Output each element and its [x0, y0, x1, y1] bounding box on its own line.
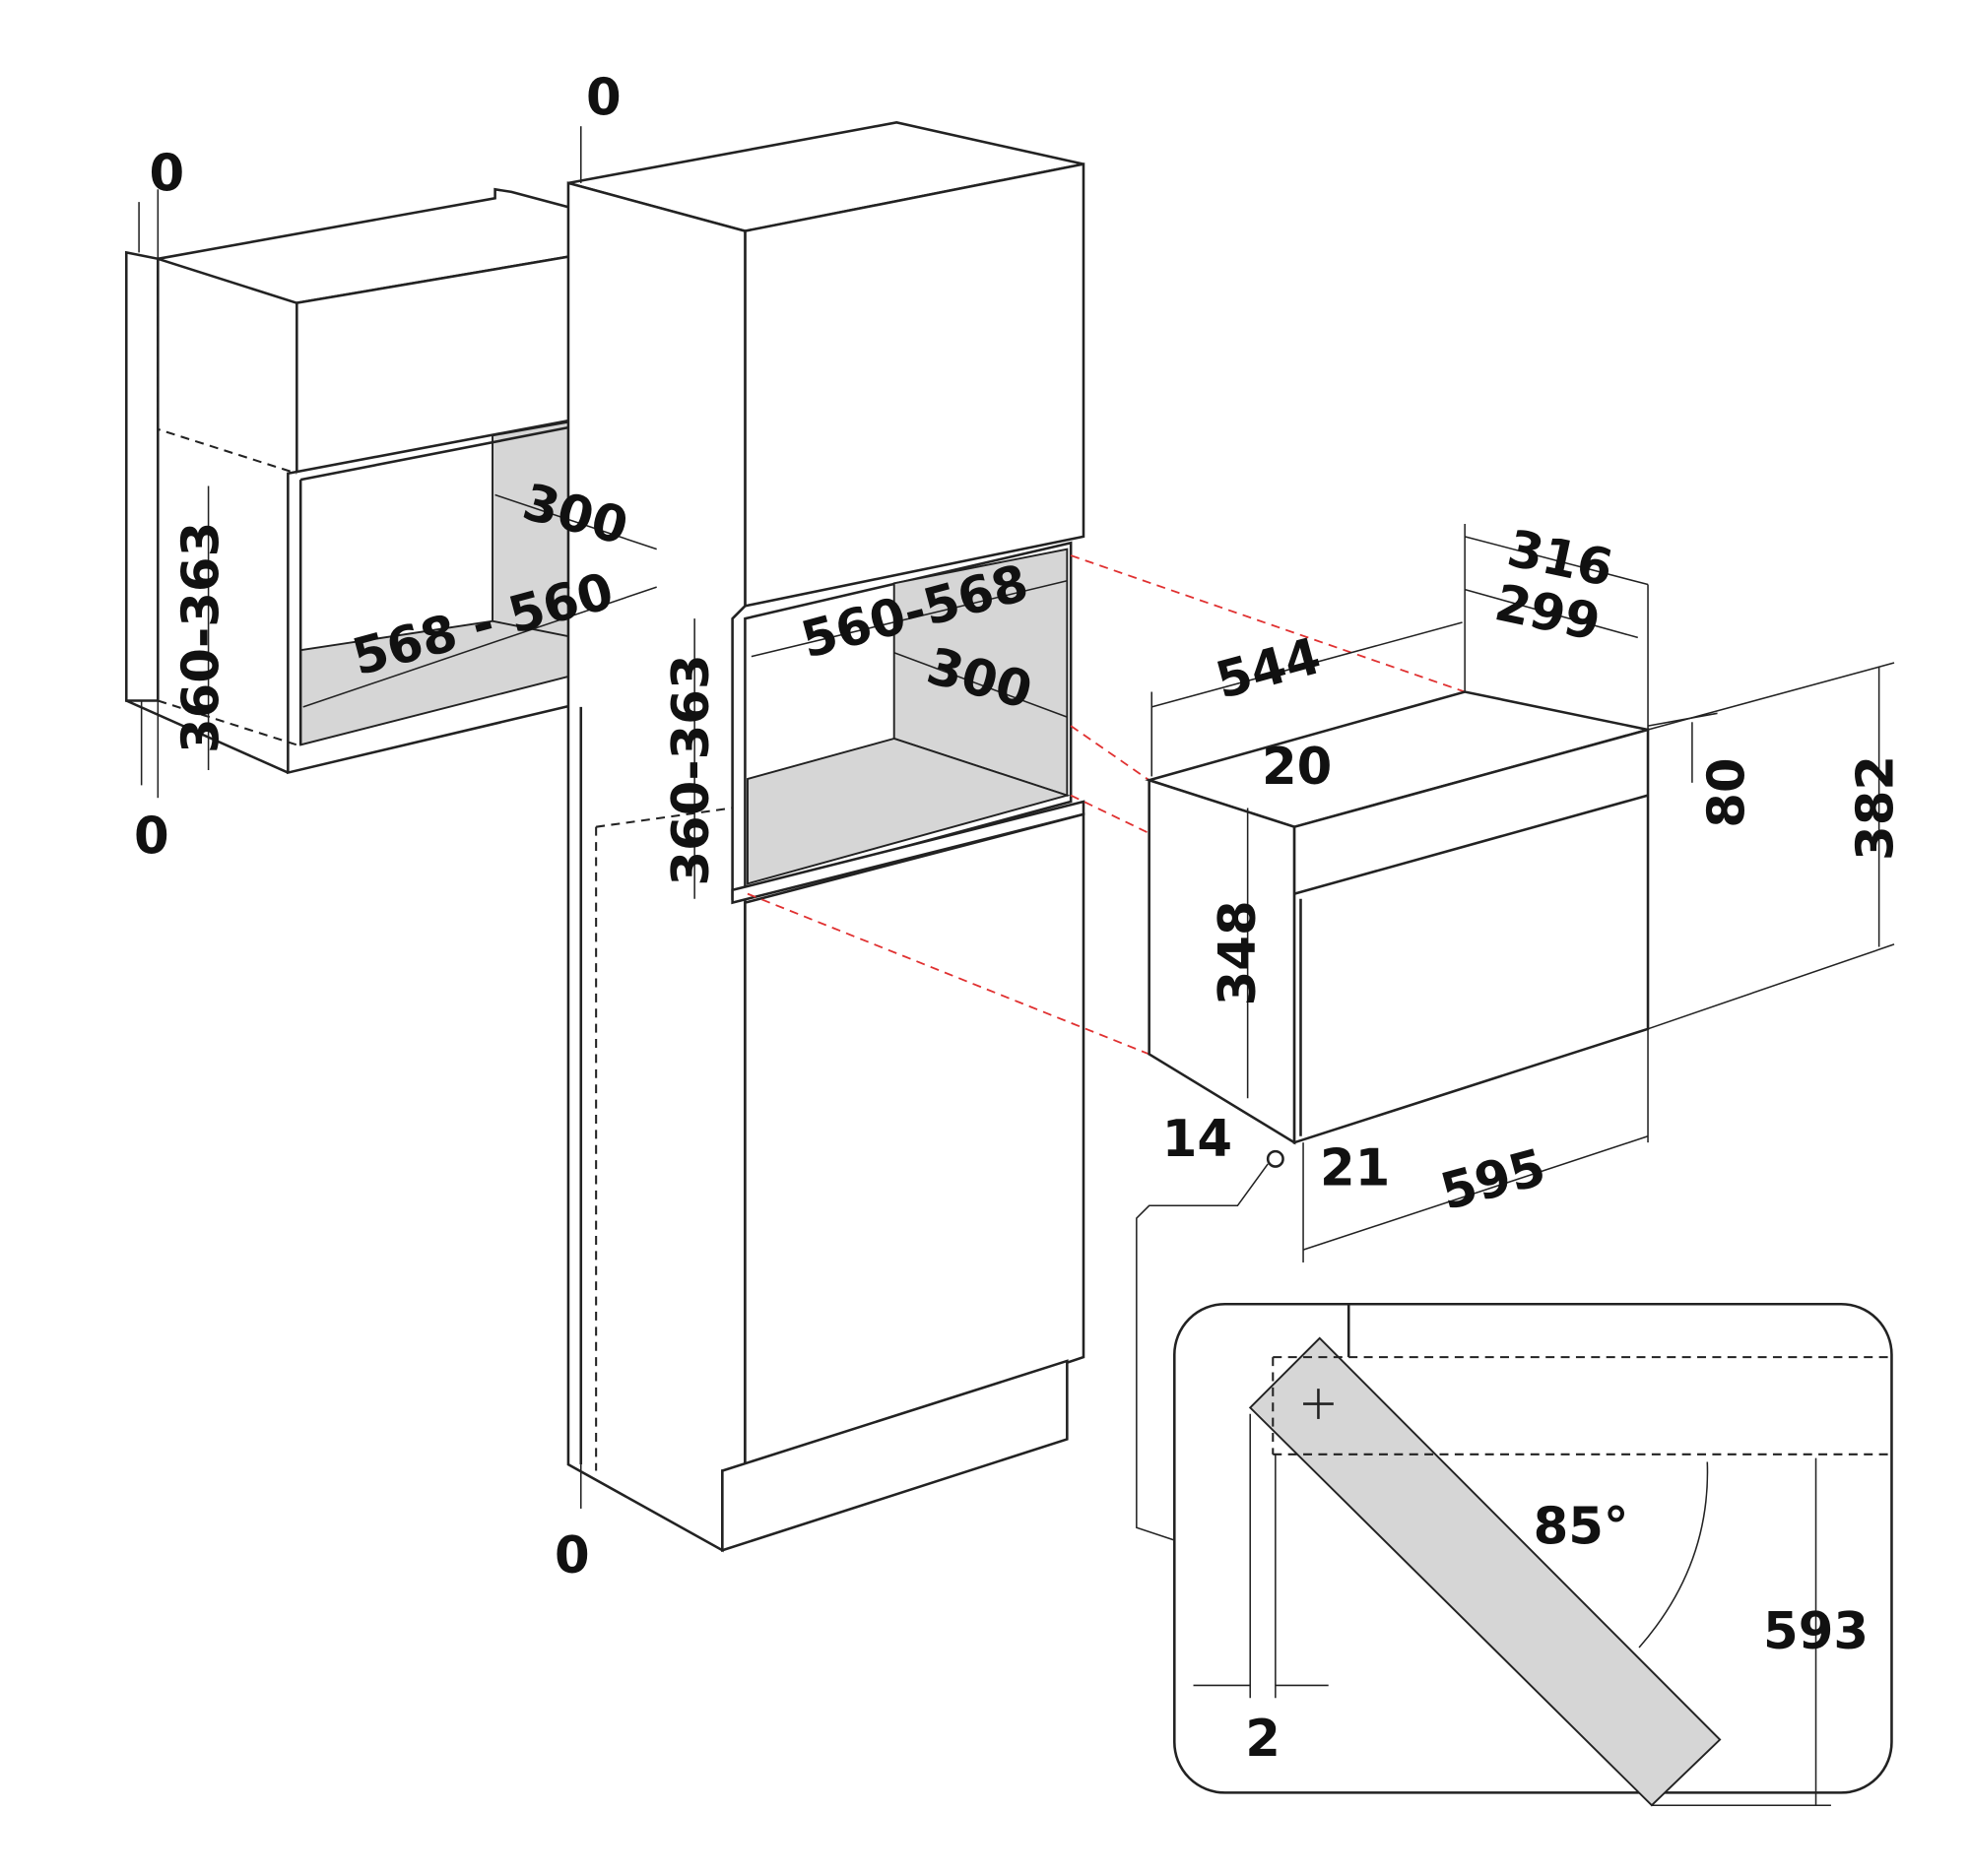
label-oven-width: 595	[1434, 1137, 1551, 1222]
label-gap-top-middle: 0	[586, 69, 622, 128]
label-gap-bottom-left: 0	[134, 808, 169, 867]
label-oven-body-height: 348	[1209, 900, 1268, 1005]
door-detail-inset	[1173, 1302, 1893, 1807]
oven	[1136, 690, 1650, 1541]
label-gap-top-left: 0	[149, 144, 184, 203]
label-left-niche-height: 360-363	[172, 522, 231, 753]
dimension-lines	[138, 126, 1895, 1509]
label-oven-depth-body: 544	[1210, 626, 1327, 711]
alignment-guides	[747, 554, 1466, 1056]
open-door	[1248, 1336, 1722, 1807]
label-oven-bottom-offset: 14	[1162, 1110, 1232, 1169]
label-oven-panel-height: 80	[1697, 757, 1756, 827]
label-oven-top-offset: 20	[1262, 738, 1332, 797]
label-middle-niche-height: 360-363	[662, 654, 721, 885]
label-gap-bottom-middle: 0	[555, 1526, 590, 1585]
label-door-gap: 2	[1245, 1710, 1280, 1769]
label-oven-total-height: 382	[1847, 755, 1906, 861]
label-oven-front-thickness: 21	[1320, 1139, 1390, 1198]
tall-cabinet	[566, 121, 1085, 1553]
label-door-open-depth: 593	[1763, 1602, 1869, 1661]
middle-niche-floor	[747, 737, 1071, 885]
label-door-angle: 85°	[1534, 1498, 1629, 1557]
